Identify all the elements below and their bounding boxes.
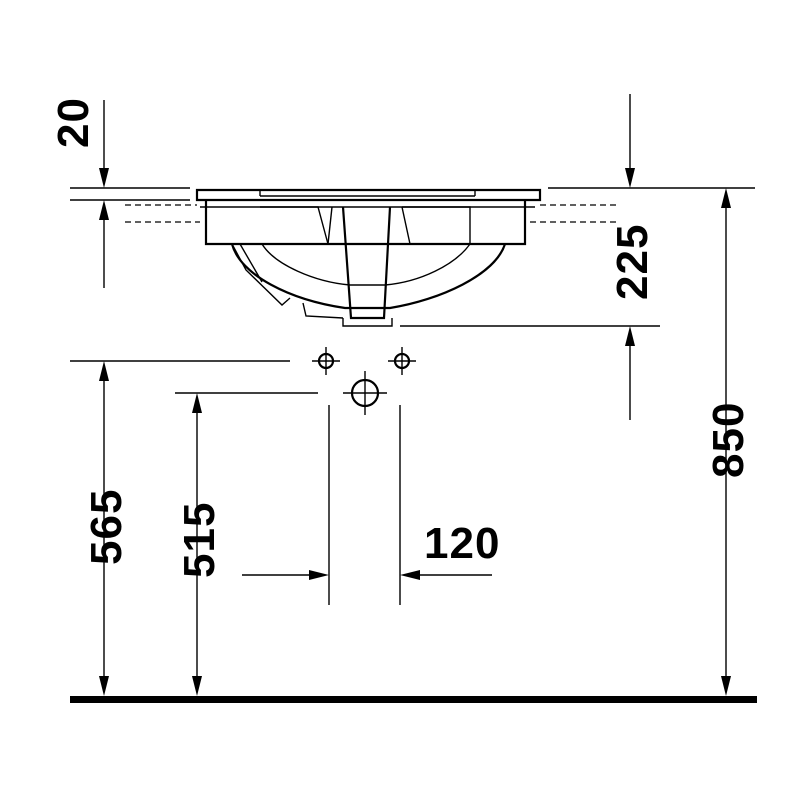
tap-hole-left — [312, 347, 340, 375]
dimension-225: 225 — [608, 94, 657, 420]
dimension-565: 565 — [82, 361, 131, 696]
dimension-565-label: 565 — [82, 489, 131, 565]
dimension-225-label: 225 — [608, 224, 657, 300]
dimension-120-label: 120 — [424, 519, 500, 568]
dimension-515-label: 515 — [175, 502, 224, 578]
dimension-850-label: 850 — [704, 402, 753, 478]
extension-lines — [70, 187, 755, 605]
dimension-120: 120 — [242, 519, 500, 580]
dimension-515: 515 — [175, 393, 224, 696]
washbasin-outline — [195, 188, 542, 327]
dimension-20-label: 20 — [49, 97, 98, 148]
floor-line — [70, 696, 757, 703]
tap-hole-right — [388, 347, 416, 375]
waste-outlet — [343, 371, 387, 415]
dimension-850: 850 — [704, 188, 753, 696]
dimension-20: 20 — [49, 97, 109, 288]
countertop-dashed-lines — [125, 204, 620, 223]
